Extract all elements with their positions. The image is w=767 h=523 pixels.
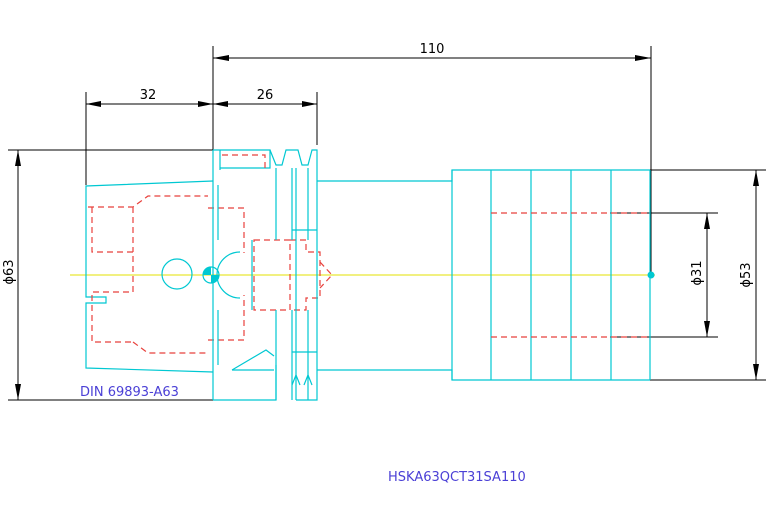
sleeve-body bbox=[317, 169, 651, 381]
flange-body bbox=[212, 149, 318, 401]
standard-label: DIN 69893-A63 bbox=[80, 385, 179, 400]
end-point-marker bbox=[647, 271, 655, 279]
dimension-dia63-text: ϕ63 bbox=[2, 259, 17, 284]
dimension-dia63: ϕ63 bbox=[2, 149, 215, 401]
datum-marker bbox=[202, 266, 220, 284]
drive-hole bbox=[161, 258, 193, 290]
hsk-shank-outline bbox=[85, 180, 214, 373]
dimension-26: 26 bbox=[213, 88, 318, 145]
dimension-dia31: ϕ31 bbox=[610, 212, 718, 338]
bore-hidden-lines bbox=[491, 212, 650, 338]
dimension-dia53-text: ϕ53 bbox=[739, 262, 754, 287]
dimension-32: 32 bbox=[85, 88, 213, 185]
part-number-label: HSKA63QCT31SA110 bbox=[388, 470, 526, 485]
dimension-dia53: ϕ53 bbox=[650, 169, 766, 381]
dimension-110-text: 110 bbox=[420, 42, 445, 57]
dimension-dia31-text: ϕ31 bbox=[690, 260, 705, 285]
dimension-32-text: 32 bbox=[140, 88, 157, 103]
dimension-110: 110 bbox=[212, 42, 652, 275]
dimension-26-text: 26 bbox=[257, 88, 274, 103]
shank-hidden-lines bbox=[88, 195, 333, 354]
